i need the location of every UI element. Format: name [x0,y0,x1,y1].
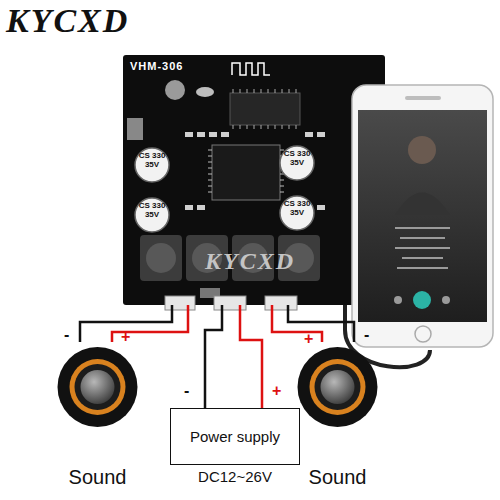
drawing-part [209,132,217,137]
speaker: Sound [55,342,140,488]
drawing-part [394,296,402,304]
drawing-part [395,228,450,268]
capacitor-marking: CS 330 35V [137,152,167,169]
wire [272,305,322,342]
speaker-icon [55,342,140,432]
speaker-ring [70,359,126,415]
drawing-part [208,150,284,192]
drawing-part [135,198,169,232]
drawing-part [127,118,143,140]
drawing-part [197,132,205,137]
speaker-label: Sound [295,466,380,488]
speaker-frame [298,347,378,427]
drawing-part [352,85,493,347]
drawing-part [146,243,176,273]
drawing-part [165,296,195,310]
drawing-part [140,235,182,281]
wire [205,305,222,408]
supply-outline: Power supply [170,408,300,465]
speaker-cone [75,364,121,410]
drawing-part [197,205,205,210]
drawing-part [408,136,436,164]
watermark: KYCXD [205,248,295,275]
amplifier-board [123,55,388,305]
power-label: Power supply [190,428,280,445]
drawing-part [415,326,431,342]
drawing-part [212,145,280,200]
drawing-part [265,296,297,310]
drawing-part [165,80,185,100]
voltage-label: DC12~26V [170,468,300,485]
drawing-part [317,132,325,137]
drawing-part [233,125,296,129]
drawing-part [233,89,296,129]
drawing-part [123,55,385,305]
drawing-part [233,89,296,93]
speaker-icon [295,342,380,432]
speaker-dome [321,370,355,404]
drawing-part [232,63,270,75]
drawing-part [196,87,214,97]
watermark: KYCXD [6,2,129,40]
drawing-part [305,132,313,137]
polarity-sign: - [64,326,69,344]
polarity-sign: - [184,382,189,400]
polarity-sign: + [304,330,313,348]
drawing-part [185,132,193,137]
wire [288,305,354,342]
smartphone [352,85,493,347]
speaker-cone [315,364,361,410]
drawing-part [405,96,441,100]
speaker-dome [81,370,115,404]
drawing-part [185,205,193,210]
drawing-part [413,291,431,309]
drawing-part [280,146,314,180]
drawing-part [442,296,450,304]
capacitor-marking: CS 330 35V [137,202,167,219]
terminal-block [165,296,297,310]
speaker: Sound [295,342,380,488]
capacitor-marking: CS 330 35V [282,200,312,217]
drawing-part [230,93,300,125]
wire [240,305,262,408]
polarity-sign: + [272,382,281,400]
capacitor-marking: CS 330 35V [282,150,312,167]
board-model: VHM-306 [130,60,183,72]
drawing-part [280,196,314,230]
drawing-part [317,205,325,210]
inductor [140,235,320,281]
polarity-sign: + [121,328,130,346]
drawing-part [221,132,229,137]
polarity-sign: - [364,326,369,344]
drawing-part [135,146,314,232]
drawing-part [395,193,450,216]
speaker-ring [310,359,366,415]
drawing-part [135,148,169,182]
speaker-label: Sound [55,466,140,488]
speaker-frame [58,347,138,427]
power-supply-box: Power supplyDC12~26V [170,408,300,485]
drawing-part [395,228,450,268]
drawing-part [358,110,487,322]
drawing-part [208,150,212,192]
